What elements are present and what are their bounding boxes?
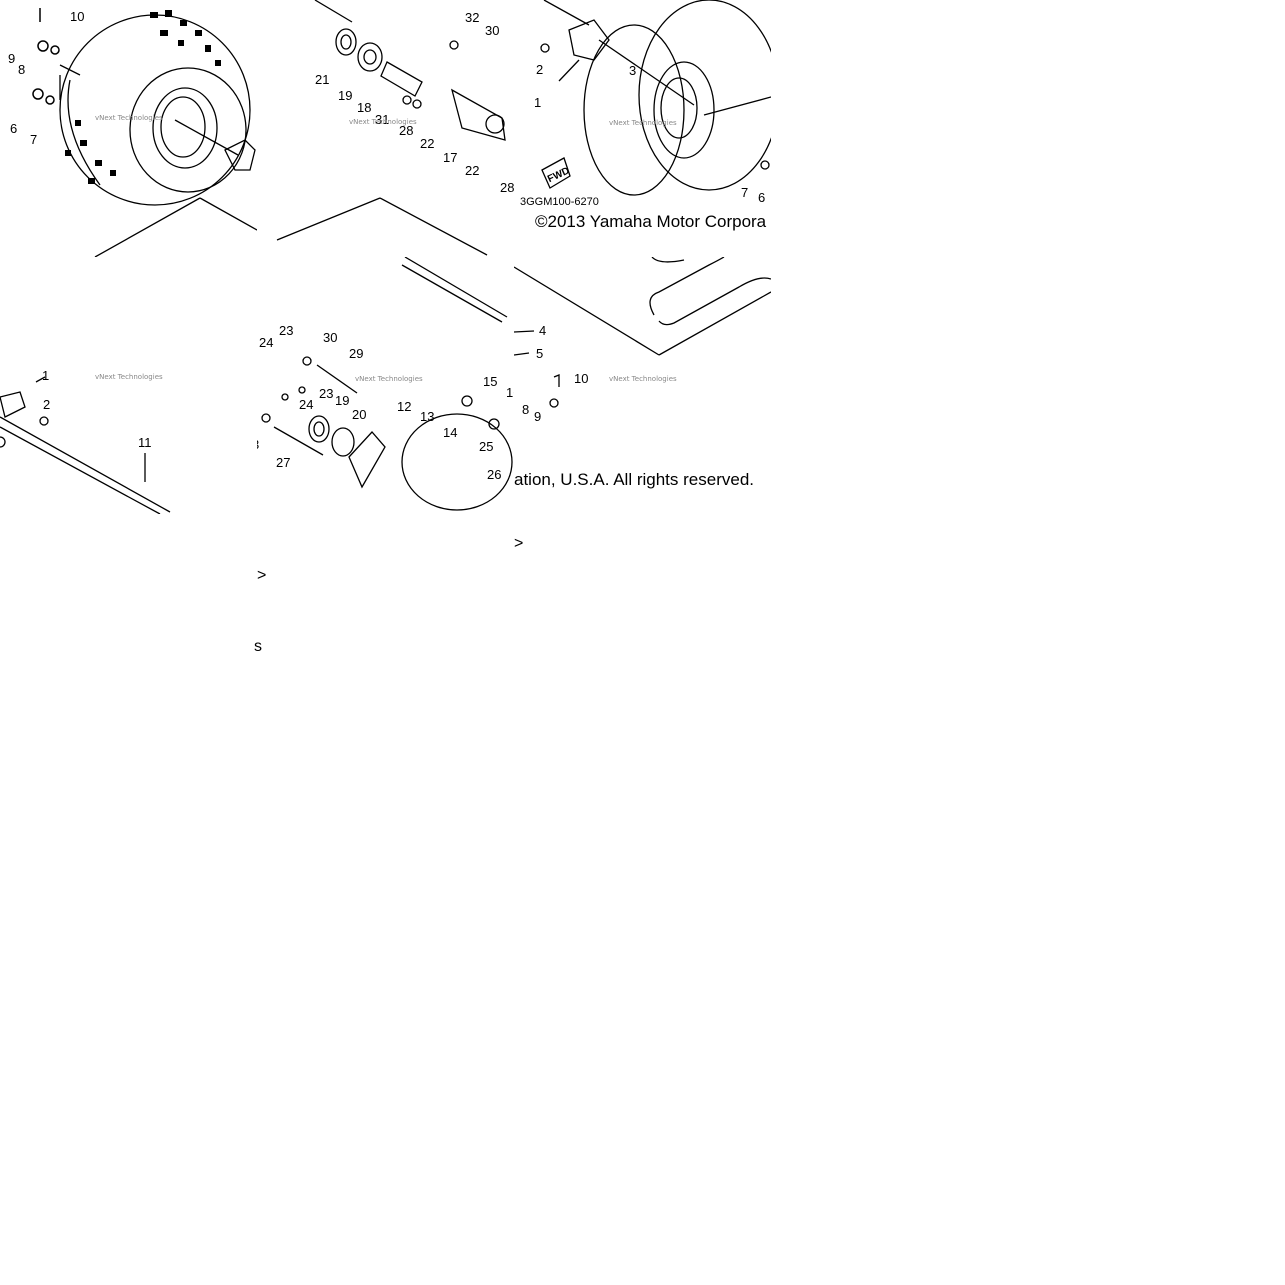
tile-axle-hub: 32 30 21 19 18 31 28 22 17 22 28 vNext T… bbox=[257, 0, 514, 257]
callout-1: 1 bbox=[534, 95, 541, 110]
callout-3: 3 bbox=[629, 63, 636, 78]
callout-28: 28 bbox=[399, 123, 413, 138]
callout-22b: 22 bbox=[465, 163, 479, 178]
tire-outline bbox=[59, 14, 251, 206]
callout-22a: 22 bbox=[420, 136, 434, 151]
fragment-glyph-2: > bbox=[257, 567, 267, 584]
callout-2: 2 bbox=[536, 62, 543, 77]
watermark: vNext Technologies bbox=[95, 373, 163, 381]
callout-2: 2 bbox=[43, 397, 50, 412]
callout-25: 25 bbox=[479, 439, 493, 454]
callout-31: 31 bbox=[375, 112, 389, 127]
callout-3: 3 bbox=[257, 437, 259, 452]
callout-4: 4 bbox=[539, 323, 546, 338]
tile-sprocket: 23 24 30 29 23 24 19 20 12 13 14 27 15 1… bbox=[257, 257, 514, 514]
wheel-left-drawing: 10 9 8 6 7 vNext Technologies bbox=[8, 8, 257, 257]
fragment-glyph-3: s bbox=[254, 638, 262, 655]
watermark: vNext Technologies bbox=[355, 375, 423, 383]
callout-30: 30 bbox=[485, 23, 499, 38]
callout-26: 26 bbox=[487, 467, 501, 482]
figure-code: 3GGM100-6270 bbox=[520, 196, 599, 208]
fragment-glyph-1: > bbox=[514, 535, 524, 552]
callout-15: 15 bbox=[483, 374, 497, 389]
drive-chain-drawing: 4 5 10 8 9 vNext Technologies bbox=[514, 257, 771, 424]
watermark: vNext Technologies bbox=[609, 375, 677, 383]
callout-9: 9 bbox=[8, 51, 15, 66]
callout-11: 11 bbox=[138, 435, 152, 450]
wheel-right-drawing: 2 3 1 7 6 FWD 3GGM100-6270 vNext Technol… bbox=[520, 0, 771, 208]
watermark: vNext Technologies bbox=[95, 114, 163, 122]
callout-23b: 23 bbox=[319, 386, 333, 401]
callout-20: 20 bbox=[352, 407, 366, 422]
copyright-line-top: ©2013 Yamaha Motor Corpora bbox=[535, 212, 767, 231]
callout-27: 27 bbox=[276, 455, 290, 470]
callout-9: 9 bbox=[534, 409, 541, 424]
tile-axle-shaft: 1 2 11 vNext Technologies bbox=[0, 257, 257, 514]
callout-6: 6 bbox=[10, 121, 17, 136]
callout-19: 19 bbox=[338, 88, 352, 103]
callout-23a: 23 bbox=[279, 323, 293, 338]
callout-24a: 24 bbox=[259, 335, 273, 350]
callout-16: 16 bbox=[506, 385, 514, 400]
callout-21: 21 bbox=[315, 72, 329, 87]
callout-7: 7 bbox=[741, 185, 748, 200]
callout-18: 18 bbox=[357, 100, 371, 115]
callout-12: 12 bbox=[397, 399, 411, 414]
sprocket-drawing: 23 24 30 29 23 24 19 20 12 13 14 27 15 1… bbox=[257, 257, 514, 511]
watermark: vNext Technologies bbox=[609, 119, 677, 127]
callout-30: 30 bbox=[323, 330, 337, 345]
callout-1: 1 bbox=[42, 368, 49, 383]
tile-drive-chain: 4 5 10 8 9 vNext Technologies bbox=[514, 257, 771, 514]
callout-19: 19 bbox=[335, 393, 349, 408]
callout-29: 29 bbox=[349, 346, 363, 361]
tile-rear-wheel-right: 2 3 1 7 6 FWD 3GGM100-6270 vNext Technol… bbox=[514, 0, 771, 257]
callout-24b: 24 bbox=[299, 397, 313, 412]
callout-6: 6 bbox=[758, 190, 765, 205]
callout-5: 5 bbox=[536, 346, 543, 361]
callout-7: 7 bbox=[30, 132, 37, 147]
copyright-line-bottom: ation, U.S.A. All rights reserved. bbox=[514, 470, 754, 489]
callout-10: 10 bbox=[574, 371, 588, 386]
callout-17: 17 bbox=[443, 150, 457, 165]
callout-28b: 28 bbox=[500, 180, 514, 195]
callout-10: 10 bbox=[70, 9, 84, 24]
axle-hub-drawing: 32 30 21 19 18 31 28 22 17 22 28 vNext T… bbox=[276, 0, 514, 256]
watermark: vNext Technologies bbox=[349, 118, 417, 126]
callout-14: 14 bbox=[443, 425, 457, 440]
callout-32: 32 bbox=[465, 10, 479, 25]
callout-8: 8 bbox=[18, 62, 25, 77]
callout-8: 8 bbox=[522, 402, 529, 417]
callout-13: 13 bbox=[420, 409, 434, 424]
axle-shaft-drawing: 1 2 11 vNext Technologies bbox=[0, 368, 171, 514]
tile-rear-wheel-left: 10 9 8 6 7 vNext Technologies bbox=[0, 0, 257, 257]
